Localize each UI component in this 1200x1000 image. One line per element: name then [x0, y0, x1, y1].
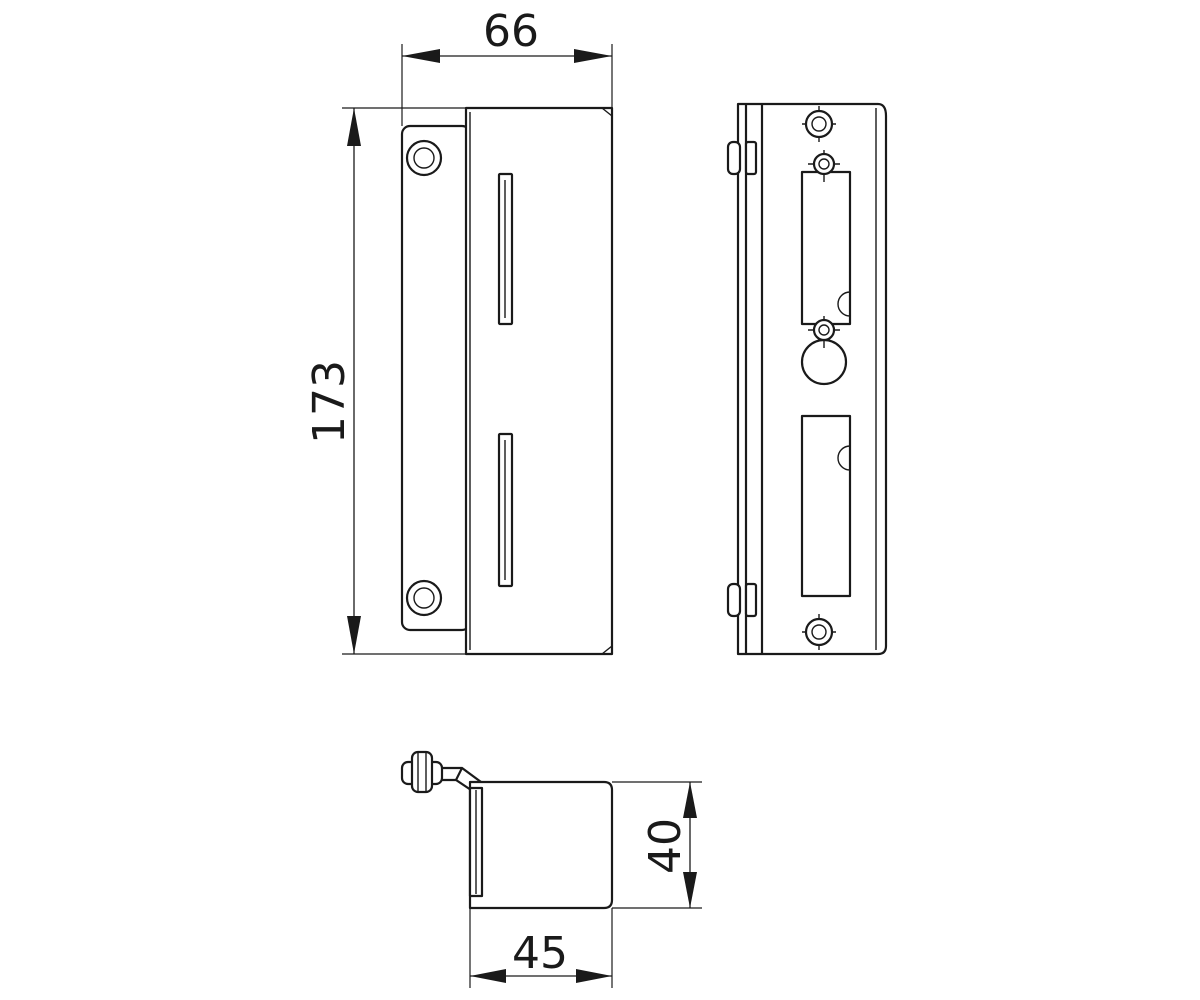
top-body: [468, 780, 614, 910]
slot-lower: [497, 432, 514, 588]
side-screw-3: [808, 316, 840, 348]
front-view: [400, 106, 614, 656]
side-screw-1: [802, 106, 836, 142]
dimension-width-45: 45: [469, 908, 613, 988]
side-screw-4: [802, 614, 836, 650]
dimension-label-173: 173: [304, 360, 355, 444]
plate-screw-top: [405, 139, 443, 177]
dimension-label-45: 45: [512, 928, 568, 979]
side-lug-top: [726, 140, 758, 176]
side-window-upper: [800, 170, 852, 326]
keeper-body: [464, 106, 614, 656]
side-screw-2: [808, 150, 840, 182]
top-view: [400, 750, 614, 910]
dimension-height-173: 173: [304, 107, 466, 655]
side-window-lower: [800, 414, 852, 598]
dimension-label-40: 40: [640, 818, 691, 874]
slot-upper: [497, 172, 514, 326]
plate-screw-bottom: [405, 579, 443, 617]
top-screw: [400, 750, 444, 794]
dimension-width-66: 66: [401, 6, 613, 126]
side-view: [726, 102, 888, 656]
mounting-plate: [400, 124, 472, 632]
dimension-label-66: 66: [483, 6, 539, 57]
side-lug-bottom: [726, 582, 758, 618]
dimension-depth-40: 40: [612, 781, 702, 909]
